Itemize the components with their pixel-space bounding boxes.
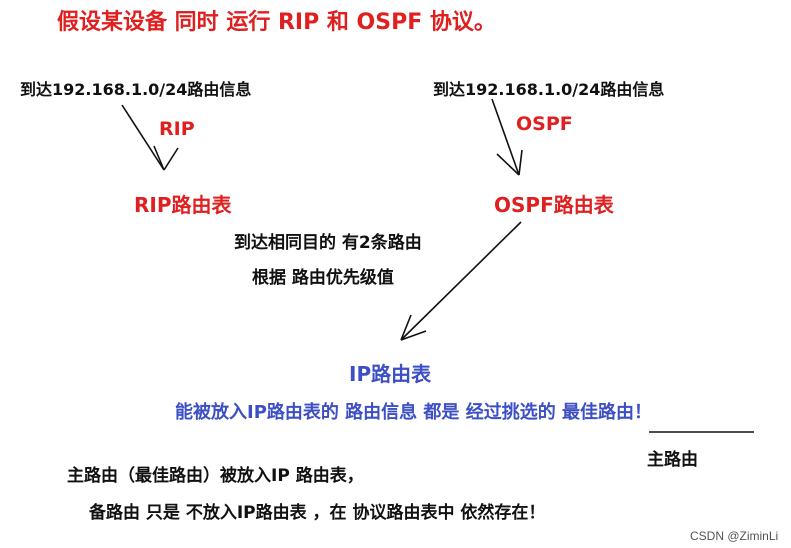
arrow-to-ospf-table [491, 98, 523, 176]
arrow-to-ip-table [400, 221, 522, 341]
ip-table-note: 能被放入IP路由表的 路由信息 都是 经过挑选的 最佳路由！ [175, 402, 652, 423]
note-same-destination: 到达相同目的 有2条路由 [234, 233, 422, 253]
left-route-info: 到达192.168.1.0/24路由信息 [20, 80, 252, 99]
rip-protocol-label: RIP [159, 118, 195, 140]
bottom-note-line1: 主路由（最佳路由）被放入IP 路由表， [67, 466, 364, 486]
rip-routing-table: RIP路由表 [134, 193, 232, 217]
main-route-label: 主路由 [647, 450, 698, 470]
bottom-note-line2: 备路由 只是 不放入IP路由表 ，在 协议路由表中 依然存在！ [89, 503, 546, 523]
diagram-title: 假设某设备 同时 运行 RIP 和 OSPF 协议。 [57, 10, 496, 35]
ip-routing-table: IP路由表 [349, 362, 432, 386]
right-route-info: 到达192.168.1.0/24路由信息 [433, 80, 665, 99]
ospf-protocol-label: OSPF [516, 113, 573, 135]
watermark: CSDN @ZiminLi [690, 529, 779, 543]
arrow-to-rip-table [121, 104, 179, 171]
note-priority-value: 根据 路由优先级值 [252, 268, 394, 288]
ospf-routing-table: OSPF路由表 [494, 193, 614, 217]
